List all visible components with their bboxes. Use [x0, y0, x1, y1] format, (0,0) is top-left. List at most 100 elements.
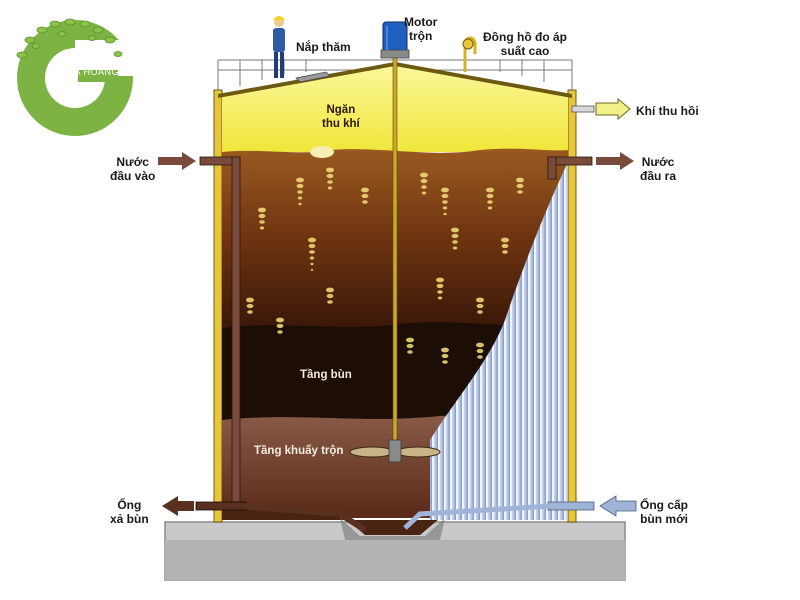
- gas-bubble: [441, 353, 449, 359]
- gas-bubble: [326, 287, 334, 293]
- gas-bubble: [327, 186, 333, 190]
- gas-bubble: [487, 206, 493, 210]
- gas-bubbles: [246, 167, 524, 364]
- gas-outlet-pipe: [571, 105, 595, 113]
- inlet-label: Nước đầu vào: [110, 155, 156, 183]
- gas-bubble: [477, 310, 483, 314]
- gas-bubble: [361, 193, 369, 199]
- gas-bubble: [297, 190, 303, 194]
- tank-wall-left: [213, 89, 223, 523]
- logo-leaves: [16, 18, 123, 59]
- gas-bubble: [310, 269, 314, 271]
- gas-bubble: [501, 243, 509, 249]
- gas-bubble: [452, 240, 458, 244]
- gas-bubble: [308, 237, 316, 243]
- fresh-sludge-feed-arrow: [599, 495, 637, 517]
- gas-bubble: [406, 343, 414, 349]
- gas-bubble: [361, 187, 369, 193]
- gas-bubble: [420, 178, 428, 184]
- gas-bubble: [310, 262, 314, 266]
- gas-bubble: [451, 227, 459, 233]
- gas-chamber-label: Ngăn thu khí: [322, 104, 360, 130]
- pressure-gauge-label: Đồng hồ đo áp suất cao: [483, 30, 567, 58]
- sludge-discharge-label: Ống xả bùn: [110, 498, 149, 526]
- outlet-arrow: [596, 152, 634, 170]
- gas-bubble: [246, 303, 254, 309]
- manhole-cover: [295, 71, 331, 83]
- gas-bubble: [258, 213, 266, 219]
- gas-bubble: [476, 348, 484, 354]
- mixer-blade-right: [395, 446, 441, 458]
- cone-base: [340, 518, 445, 540]
- gas-bubble: [407, 350, 413, 354]
- fresh-sludge-feed-label: Ống cấp bùn mới: [640, 498, 689, 526]
- gas-bubble: [297, 196, 303, 200]
- worker-figure: [273, 16, 285, 78]
- gas-bubble: [247, 310, 253, 314]
- inlet-arrow: [158, 152, 196, 170]
- gas-bubble: [442, 200, 448, 204]
- gas-bubble: [516, 177, 524, 183]
- gas-bubble: [298, 202, 302, 206]
- gas-bubble: [246, 297, 254, 303]
- gas-bubble: [308, 243, 316, 249]
- fresh-sludge-flow: [430, 162, 568, 520]
- foundation-shadow: [165, 540, 625, 580]
- gas-bubble: [326, 293, 334, 299]
- gas-bubble: [487, 200, 493, 204]
- gas-bubble: [486, 193, 494, 199]
- gas-bubble: [516, 183, 524, 189]
- gas-bubble: [441, 193, 449, 199]
- tank-wall-right: [567, 89, 577, 523]
- gas-bubble: [436, 283, 444, 289]
- gas-bubble: [327, 180, 333, 184]
- gas-bubble: [477, 355, 483, 359]
- gas-bubble: [276, 323, 284, 329]
- gas-bubble: [296, 177, 304, 183]
- sludge-layer-label: Tầng bùn: [300, 369, 352, 381]
- gas-bubble: [406, 337, 414, 343]
- gas-bubble: [476, 342, 484, 348]
- mixing-layer-label: Tầng khuấy trộn: [254, 445, 344, 457]
- logo-bar: [78, 70, 118, 82]
- gas-bubble: [326, 167, 334, 173]
- scum-foam: [310, 146, 334, 158]
- gas-bubble: [441, 187, 449, 193]
- gas-bubble: [276, 317, 284, 323]
- gas-out-arrow: [595, 97, 631, 121]
- gas-bubble: [436, 277, 444, 283]
- gas-bubble: [442, 360, 448, 364]
- gas-bubble: [437, 296, 443, 300]
- gia-hoang-logo: [16, 18, 135, 136]
- sludge-discharge-arrow: [162, 496, 194, 516]
- gas-bubble: [476, 303, 484, 309]
- gas-bubble: [420, 172, 428, 178]
- gas-bubble: [476, 297, 484, 303]
- manhole-label: Nắp thăm: [296, 40, 351, 54]
- outlet-label: Nước đầu ra: [640, 155, 677, 183]
- gas-bubble: [452, 246, 458, 250]
- gas-bubble: [326, 173, 334, 179]
- gas-bubble: [441, 347, 449, 353]
- gas-bubble: [259, 226, 265, 230]
- gas-bubble: [258, 207, 266, 213]
- gas-bubble: [259, 220, 265, 224]
- mixer-motor: [380, 21, 410, 59]
- outlet-pipe: [547, 156, 593, 180]
- gas-bubble: [362, 200, 368, 204]
- gas-bubble: [486, 187, 494, 193]
- gas-out-label: Khí thu hồi: [636, 104, 699, 118]
- gas-bubble: [451, 233, 459, 239]
- gas-bubble: [502, 250, 508, 254]
- gas-bubble: [296, 183, 304, 189]
- gas-bubble: [421, 191, 427, 195]
- sludge-discharge-pipe: [195, 501, 367, 533]
- gas-bubble: [309, 250, 315, 254]
- mixer-hub: [388, 439, 402, 463]
- logo-text: GIA HOÀNG: [64, 67, 120, 77]
- gas-bubble: [443, 212, 447, 216]
- gas-bubble: [327, 300, 333, 304]
- fresh-sludge-feed-pipe: [403, 501, 595, 530]
- gas-bubble: [442, 206, 448, 210]
